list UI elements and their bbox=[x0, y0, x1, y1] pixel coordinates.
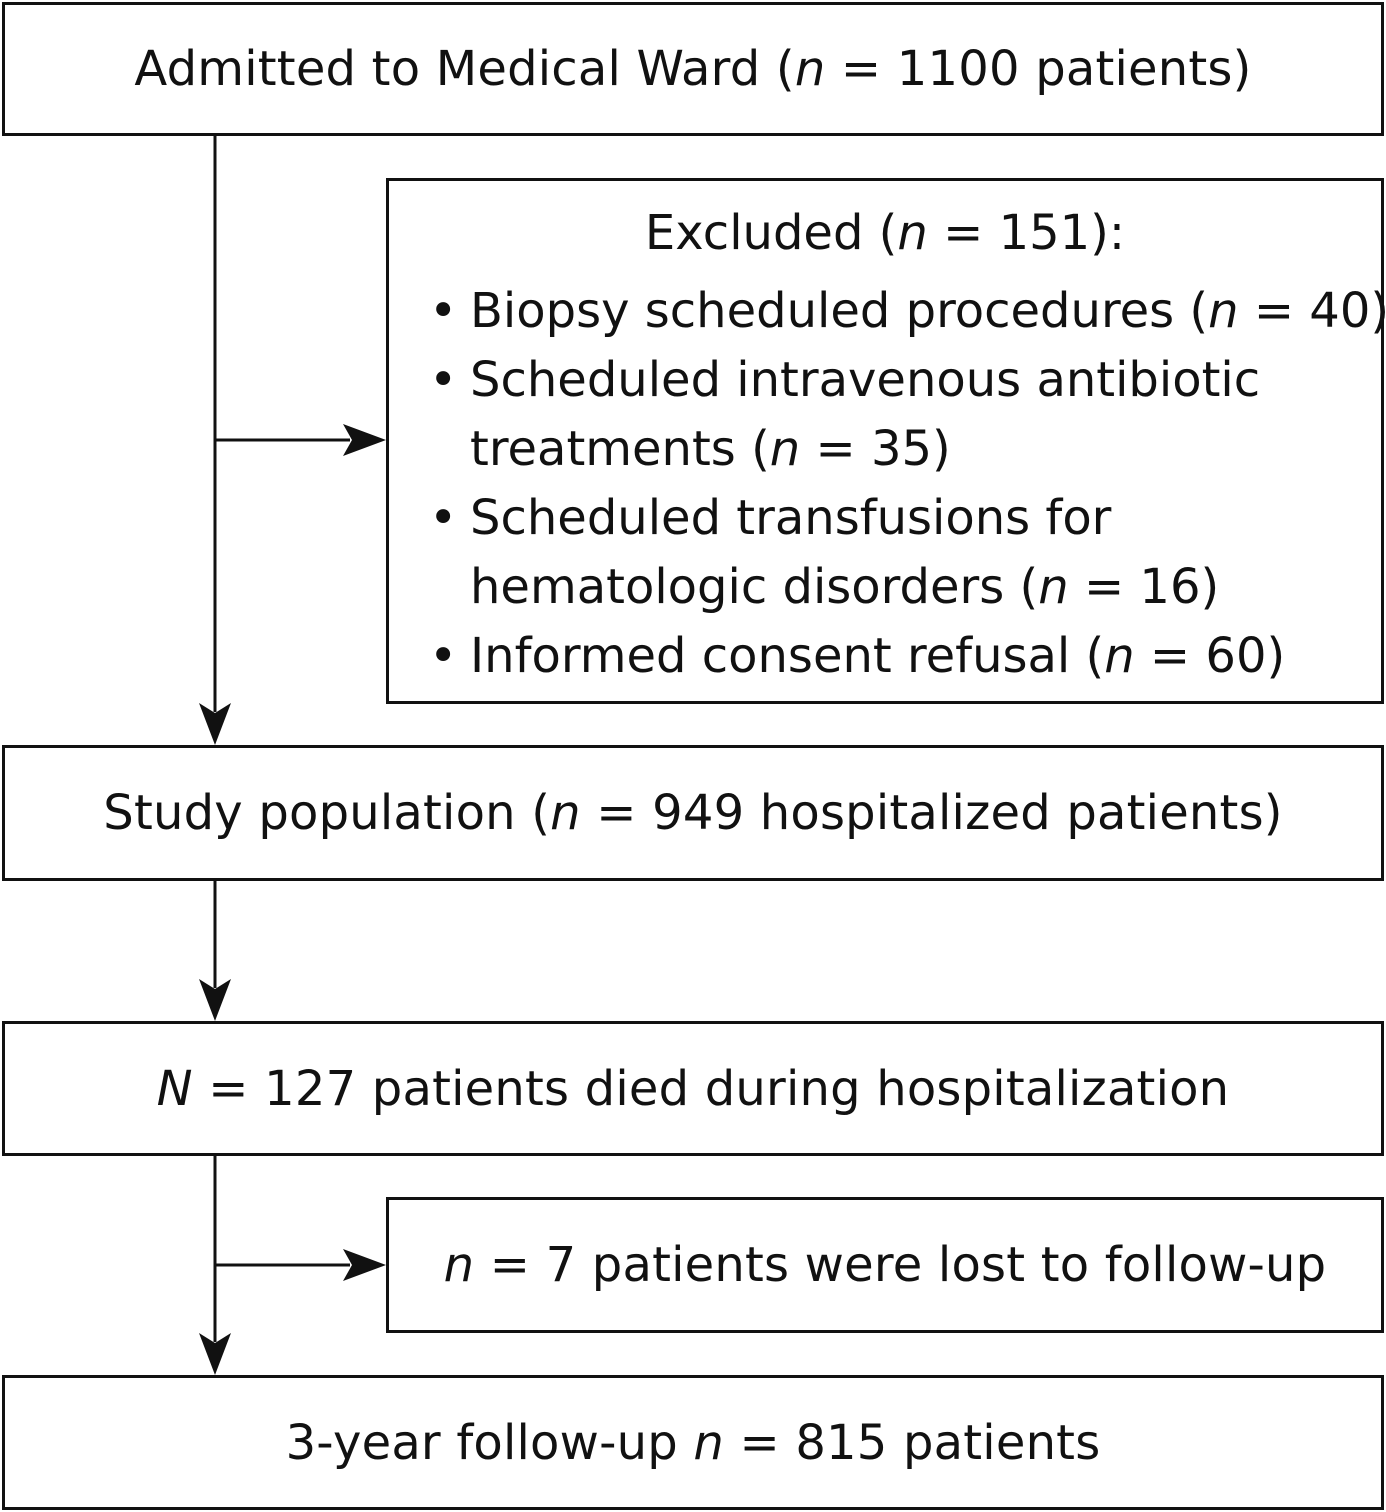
excluded-title: Excluded (n = 151): bbox=[644, 205, 1126, 261]
admitted-box: Admitted to Medical Ward (n = 1100 patie… bbox=[2, 2, 1384, 136]
exclusion-item-biopsy: • Biopsy scheduled procedures (n = 40) bbox=[429, 277, 1386, 346]
bullet-icon: • bbox=[429, 490, 458, 546]
study-population-label: Study population (n = 949 hospitalized p… bbox=[103, 785, 1283, 841]
died-box: N = 127 patients died during hospitaliza… bbox=[2, 1021, 1384, 1156]
exclusion-item-consent: • Informed consent refusal (n = 60) bbox=[429, 622, 1386, 691]
arrowhead-down-icon bbox=[199, 1333, 231, 1375]
lost-followup-label: n = 7 patients were lost to follow-up bbox=[443, 1237, 1327, 1293]
arrowhead-down-icon bbox=[199, 979, 231, 1021]
bullet-icon: • bbox=[429, 352, 458, 408]
bullet-icon: • bbox=[429, 283, 458, 339]
excluded-box: Excluded (n = 151): • Biopsy scheduled p… bbox=[386, 178, 1386, 704]
followup-box: 3-year follow-up n = 815 patients bbox=[2, 1375, 1384, 1510]
exclusion-item-transfusions: • Scheduled transfusions for hematologic… bbox=[429, 484, 1386, 622]
exclusion-list: • Biopsy scheduled procedures (n = 40) •… bbox=[429, 277, 1386, 691]
arrowhead-down-icon bbox=[199, 703, 231, 745]
study-population-box: Study population (n = 949 hospitalized p… bbox=[2, 745, 1384, 881]
arrowhead-right-icon bbox=[343, 1249, 386, 1281]
lost-followup-box: n = 7 patients were lost to follow-up bbox=[386, 1197, 1384, 1333]
followup-label: 3-year follow-up n = 815 patients bbox=[285, 1414, 1101, 1471]
admitted-label: Admitted to Medical Ward (n = 1100 patie… bbox=[134, 41, 1252, 97]
exclusion-item-antibiotic: • Scheduled intravenous antibiotic treat… bbox=[429, 346, 1386, 484]
arrowhead-right-icon bbox=[343, 424, 386, 456]
bullet-icon: • bbox=[429, 628, 458, 684]
died-label: N = 127 patients died during hospitaliza… bbox=[156, 1060, 1230, 1117]
